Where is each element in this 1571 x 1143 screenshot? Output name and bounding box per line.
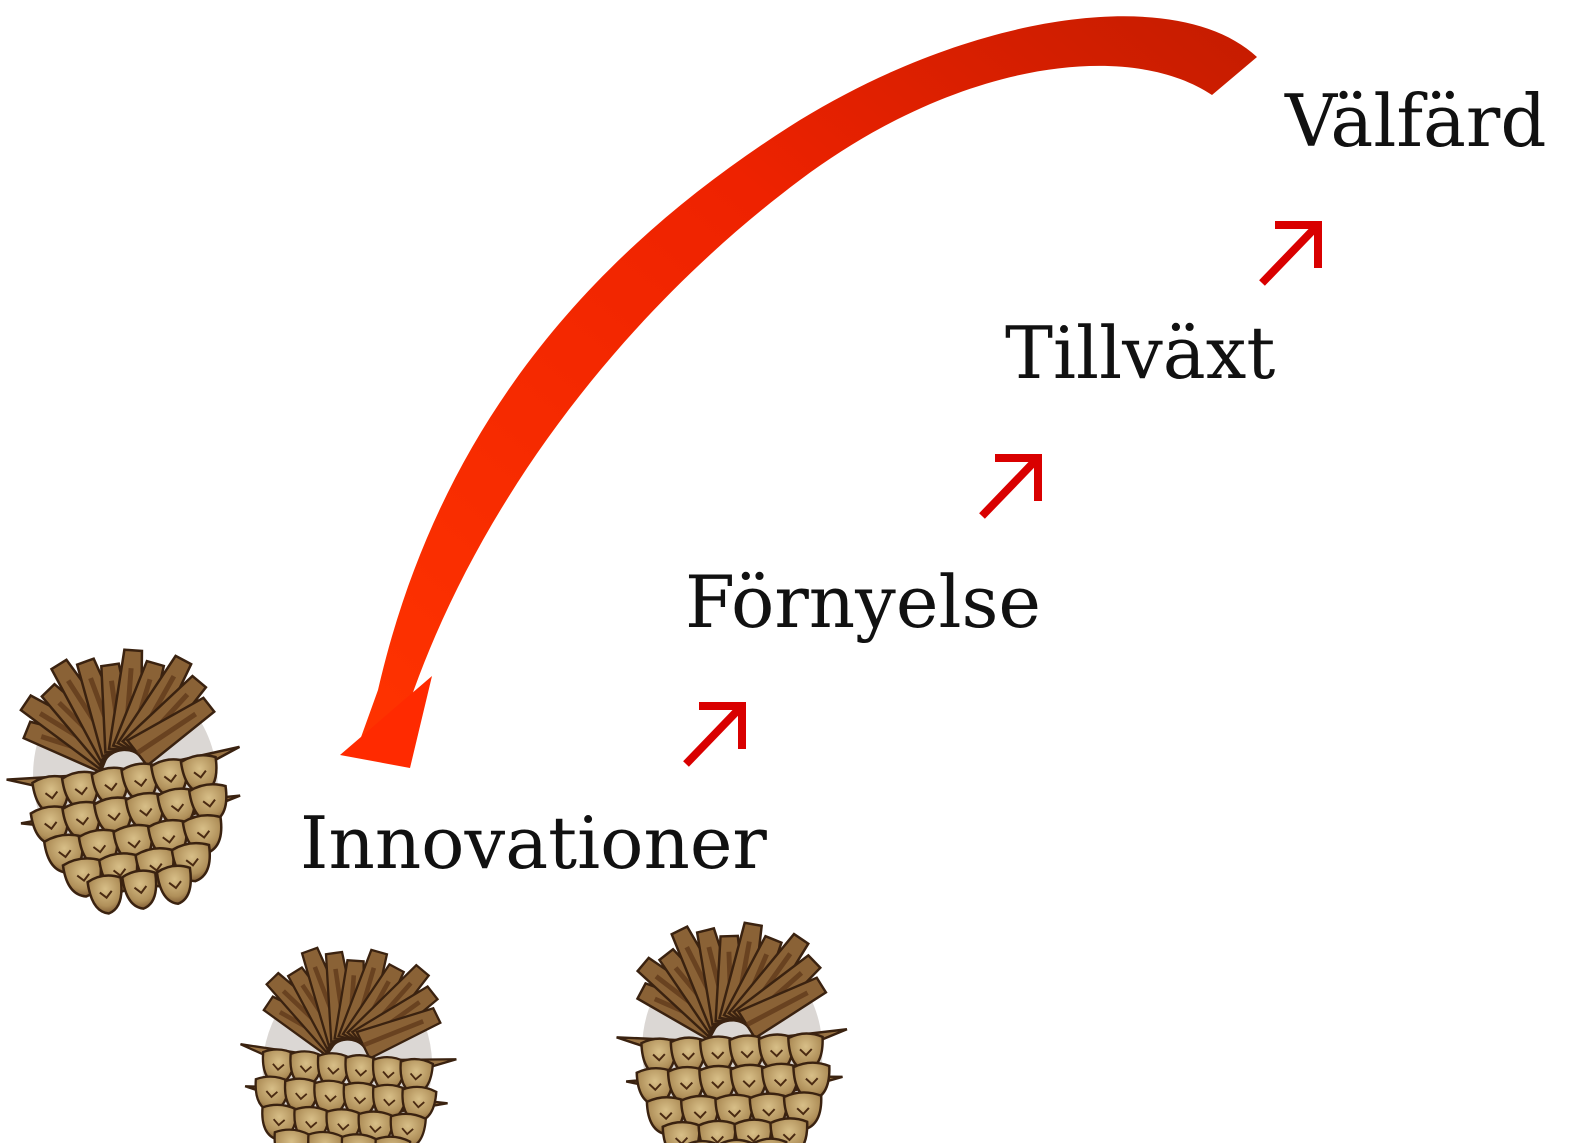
step-arrow-icon (979, 454, 1042, 519)
step-label-fornyelse: Förnyelse (685, 560, 1041, 644)
cycle-arrow-icon (340, 16, 1257, 768)
pine-cone-icon (616, 921, 848, 1143)
step-label-innovationer: Innovationer (300, 801, 767, 885)
step-label-tillvaxt: Tillväxt (1005, 311, 1275, 395)
pine-cone-icon (240, 946, 457, 1143)
step-arrow-icon (683, 702, 746, 767)
step-arrow-icon (1259, 221, 1322, 286)
pine-cone-icon (6, 648, 241, 915)
step-label-valfard: Välfärd (1284, 79, 1546, 163)
